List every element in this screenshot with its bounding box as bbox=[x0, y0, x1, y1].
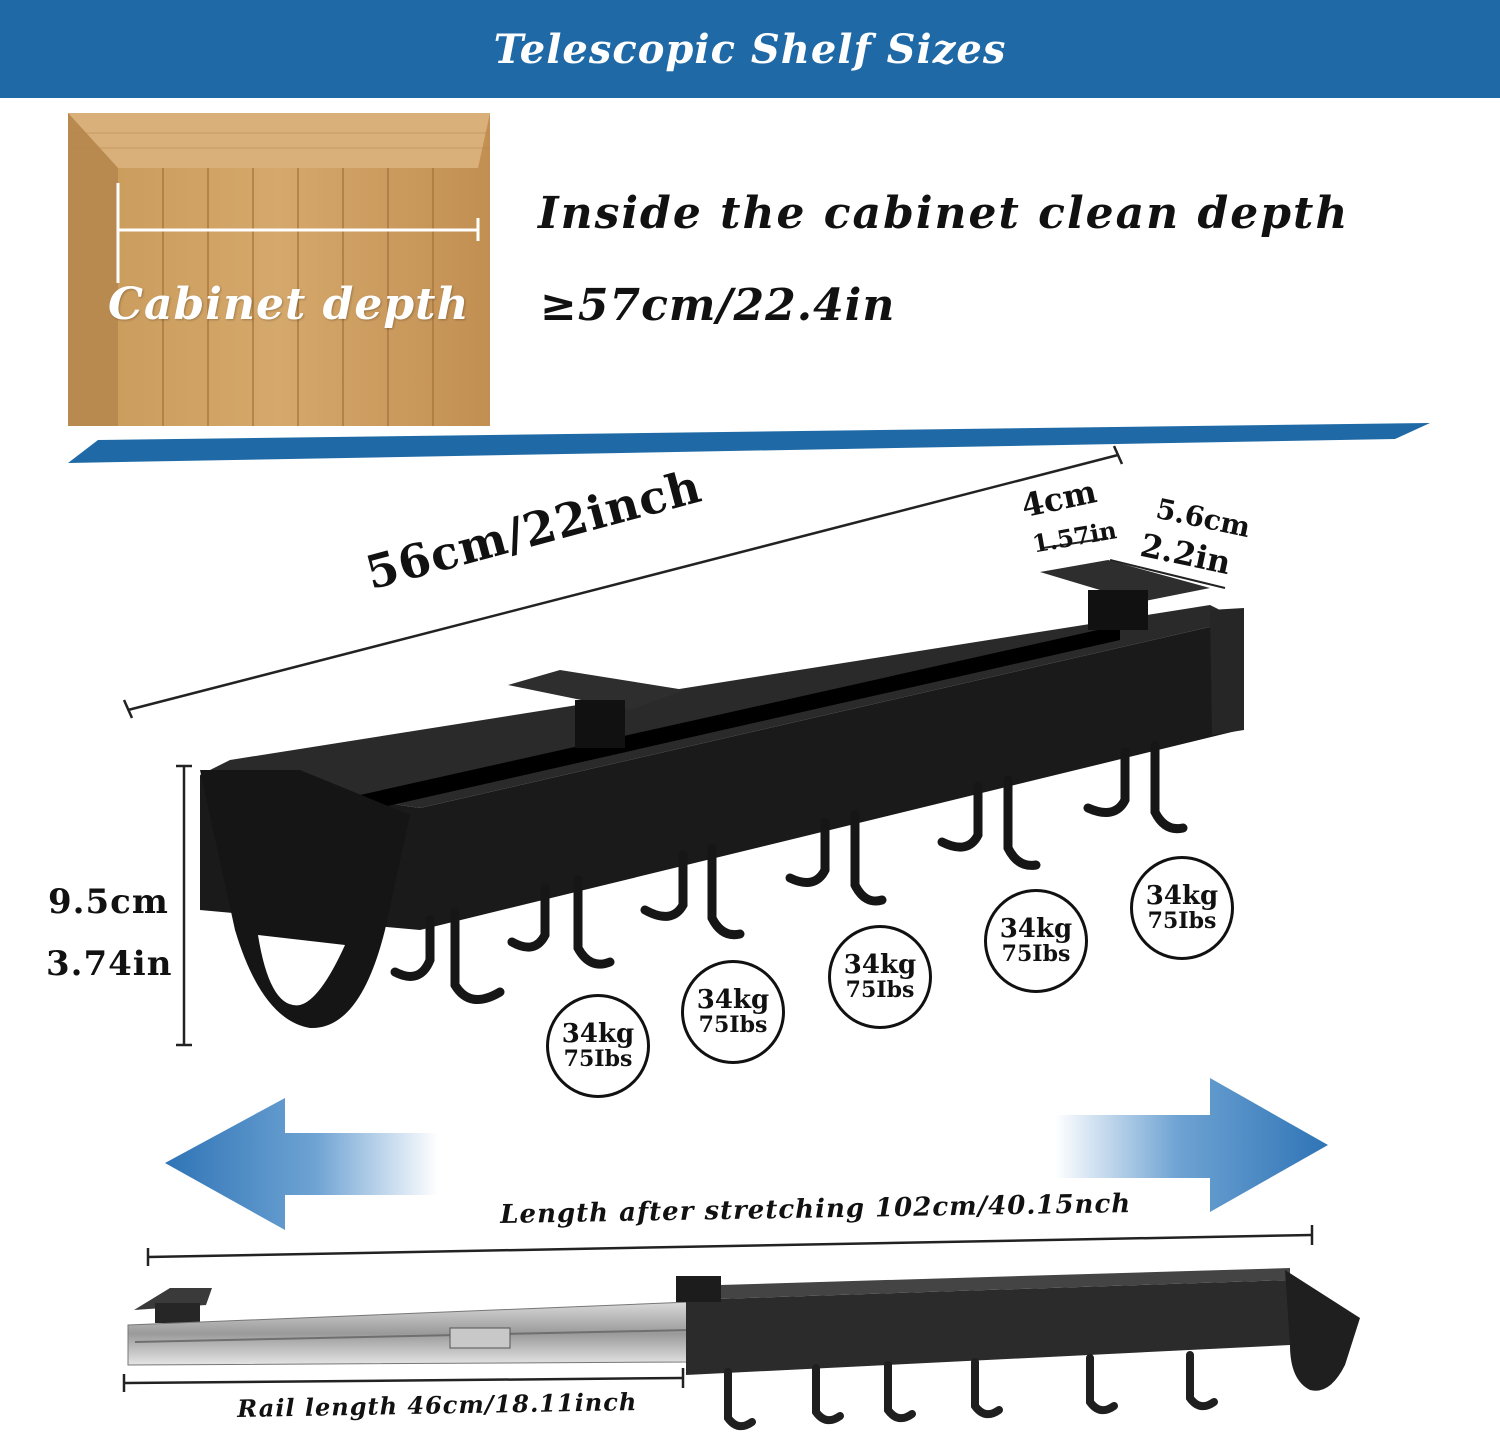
weight-lbs: 75Ibs bbox=[698, 1012, 768, 1039]
clean-depth-value: ≥57cm/22.4in bbox=[540, 280, 896, 331]
weight-kg: 34kg bbox=[561, 1018, 635, 1049]
left-arrow-icon bbox=[165, 1098, 438, 1230]
weight-kg: 34kg bbox=[843, 949, 917, 980]
stretch-length-line bbox=[146, 1225, 1314, 1266]
blue-divider-stripe bbox=[68, 423, 1430, 463]
shelf-illustration bbox=[122, 445, 1360, 1431]
cabinet-illustration bbox=[68, 113, 490, 426]
weight-badge-2: 34kg 75Ibs bbox=[681, 960, 785, 1064]
weight-lbs: 75Ibs bbox=[1001, 941, 1071, 968]
clean-depth-title: Inside the cabinet clean depth bbox=[538, 188, 1350, 239]
right-arrow-icon bbox=[1055, 1078, 1328, 1212]
extended-shelf bbox=[127, 1268, 1360, 1431]
hooks bbox=[390, 740, 1188, 1004]
weight-badge-5: 34kg 75Ibs bbox=[1130, 856, 1234, 960]
shelf-body bbox=[200, 560, 1244, 1029]
weight-badge-1: 34kg 75Ibs bbox=[546, 994, 650, 1098]
rail-length-line bbox=[122, 1368, 685, 1392]
shelf-height-in: 3.74in bbox=[46, 944, 173, 984]
cabinet-image: Cabinet depth bbox=[68, 113, 490, 426]
page-title: Telescopic Shelf Sizes bbox=[493, 25, 1007, 73]
header-banner: Telescopic Shelf Sizes bbox=[0, 0, 1500, 98]
weight-kg: 34kg bbox=[696, 984, 770, 1015]
cabinet-depth-label: Cabinet depth bbox=[108, 279, 470, 330]
shelf-height-cm: 9.5cm bbox=[48, 882, 169, 922]
weight-lbs: 75Ibs bbox=[563, 1046, 633, 1073]
length-dimension-line bbox=[122, 445, 1124, 719]
weight-lbs: 75Ibs bbox=[845, 977, 915, 1004]
weight-badge-4: 34kg 75Ibs bbox=[984, 889, 1088, 993]
weight-kg: 34kg bbox=[999, 913, 1073, 944]
weight-badge-3: 34kg 75Ibs bbox=[828, 925, 932, 1029]
height-dimension-line bbox=[176, 764, 192, 1047]
weight-kg: 34kg bbox=[1145, 880, 1219, 911]
weight-lbs: 75Ibs bbox=[1147, 908, 1217, 935]
